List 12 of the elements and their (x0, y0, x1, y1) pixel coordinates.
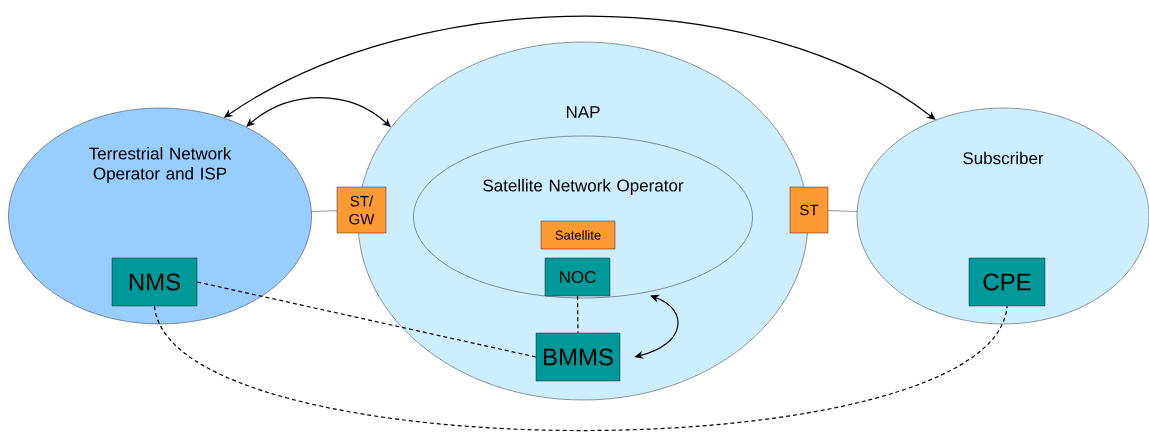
component-box: ST (789, 186, 829, 234)
connector-line (311, 210, 338, 212)
component-box: ST/ GW (336, 186, 387, 234)
component-box: BMMS (535, 332, 621, 382)
component-box: NMS (111, 257, 198, 307)
dashed-line (576, 295, 579, 334)
dashed-line (196, 281, 537, 358)
dashed-line (153, 305, 1008, 432)
component-box: NOC (544, 257, 611, 297)
component-box: Satellite (540, 220, 616, 250)
component-box: CPE (968, 257, 1046, 307)
connector-line (827, 210, 858, 212)
